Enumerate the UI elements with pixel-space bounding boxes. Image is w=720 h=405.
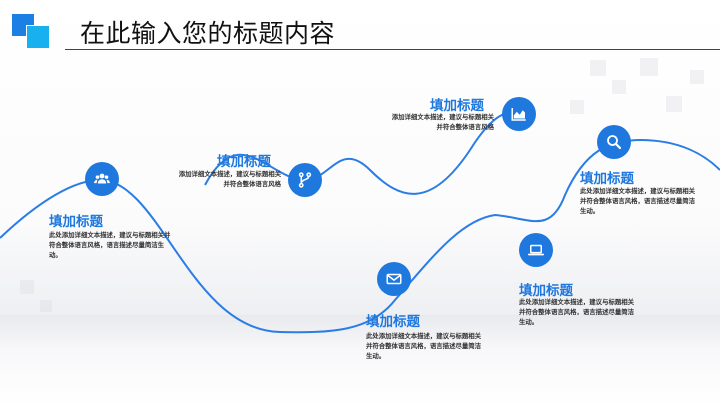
item-5-heading: 填加标题: [519, 283, 573, 299]
decor-square: [666, 96, 682, 112]
search-icon: [607, 135, 622, 150]
decor-square: [40, 300, 52, 312]
item-4-heading: 填加标题: [430, 98, 484, 114]
node-chart: [502, 97, 536, 131]
item-3-body: 此处添加详细文本描述，建议与标题相关并符合整体语言风格，语言描述尽量简洁生动。: [366, 332, 482, 360]
floor-background: [0, 315, 720, 405]
logo-square-secondary: [26, 25, 50, 49]
mail-icon: [386, 273, 402, 285]
page-title: 在此输入您的标题内容: [80, 19, 336, 48]
curve-upper: [204, 111, 521, 195]
item-2-body: 添加详细文本描述，建议与标题相关并符合整体语言风格: [178, 170, 281, 188]
decor-square: [570, 100, 584, 114]
node-laptop: [519, 233, 553, 267]
item-6-heading: 填加标题: [580, 171, 634, 187]
item-6-body: 此处添加详细文本描述，建议与标题相关并符合整体语言风格，语言描述尽量简洁生动。: [580, 187, 696, 215]
decor-square: [690, 70, 704, 84]
decor-square: [20, 280, 34, 294]
decor-square: [640, 58, 658, 76]
decor-square: [612, 80, 626, 94]
branch-icon: [298, 172, 312, 188]
item-3-heading: 填加标题: [366, 314, 420, 330]
item-1-body: 此处添加详细文本描述，建议与标题相关并符合整体语言风格，语言描述尽量简洁生动。: [49, 231, 171, 259]
users-icon: [94, 173, 110, 184]
item-2-heading: 填加标题: [217, 154, 271, 170]
node-branch: [288, 163, 322, 197]
item-4-body: 添加详细文本描述，建议与标题相关并符合整体语言风格: [391, 113, 494, 131]
item-1-heading: 填加标题: [49, 214, 103, 230]
node-search: [597, 125, 631, 159]
title-divider: [65, 49, 720, 50]
chart-icon: [511, 108, 526, 121]
decor-square: [590, 60, 606, 76]
node-mail: [377, 262, 411, 296]
node-users: [85, 162, 119, 196]
item-5-body: 此处添加详细文本描述，建议与标题相关并符合整体语言风格，语言描述尽量简洁生动。: [519, 298, 635, 326]
laptop-icon: [527, 244, 545, 256]
